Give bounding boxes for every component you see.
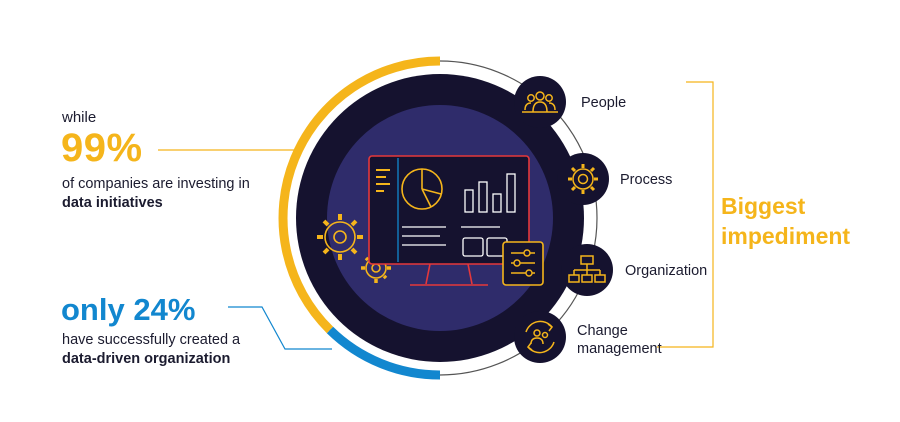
connector-24 <box>228 306 332 350</box>
org-chart-icon <box>568 255 606 283</box>
badge-process <box>557 153 609 205</box>
badge-change-management <box>514 311 566 363</box>
label-change-line1: Change <box>577 323 628 339</box>
sliders-panel-icon <box>502 241 544 286</box>
stat1-prefix: while <box>62 109 97 126</box>
label-process: Process <box>620 172 673 188</box>
change-cycle-icon <box>525 320 555 354</box>
badge-organization <box>561 244 613 296</box>
gear-process-icon <box>568 164 598 194</box>
arc-24-percent <box>326 326 441 380</box>
stat1-description-line2: data initiatives <box>62 195 163 211</box>
stat-99-percent: 99% <box>61 126 143 170</box>
stat2-description-line2: data-driven organization <box>62 351 231 367</box>
impediment-bracket <box>657 81 714 348</box>
people-icon <box>522 91 558 113</box>
biggest-impediment-heading: Biggest impediment <box>721 193 851 249</box>
stat1-description-line1: of companies are investing in <box>62 176 250 192</box>
dashboard-monitor-icon <box>368 155 530 286</box>
label-change-line2: management <box>577 341 662 357</box>
label-organization: Organization <box>625 263 708 279</box>
badge-people <box>514 76 566 128</box>
gear-large-icon <box>317 214 363 260</box>
label-people: People <box>581 95 627 111</box>
arc-99-percent <box>278 56 441 334</box>
stat-24-percent: only 24% <box>61 292 196 327</box>
stat2-description-line1: have successfully created a <box>62 332 241 348</box>
